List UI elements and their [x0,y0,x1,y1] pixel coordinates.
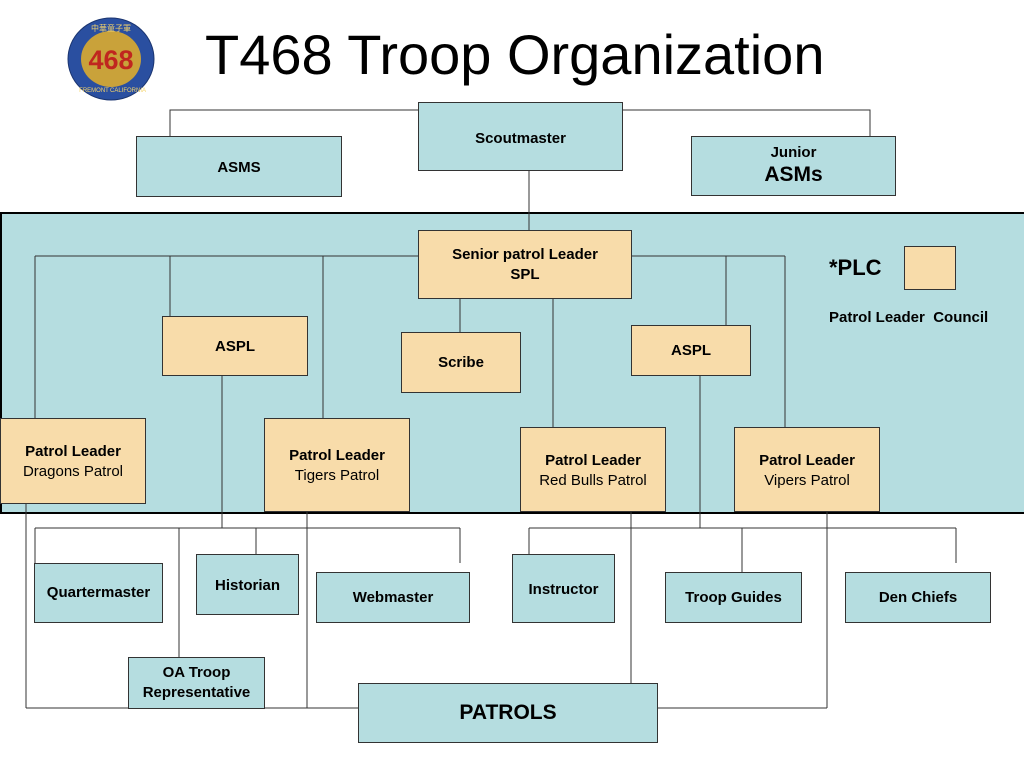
logo-ring-top: 中華童子軍 [91,23,131,33]
historian-box: Historian [196,554,299,615]
patrols-label: PATROLS [459,701,557,724]
oa-troop-box: OA Troop Representative [128,657,265,709]
pl-dragons-line2: Dragons Patrol [22,463,124,480]
webmaster-box: Webmaster [316,572,470,623]
pl-vipers-line2: Vipers Patrol [764,472,850,489]
plc-legend-label: *PLC [829,255,882,280]
patrols-box: PATROLS [358,683,658,743]
logo-inner-disc [81,31,141,87]
scoutmaster-box: Scoutmaster [418,102,623,171]
scribe-box: Scribe [401,332,521,393]
logo-number: 468 [88,45,133,75]
aspl-right-label: ASPL [670,341,711,359]
pl-tigers-line2: Tigers Patrol [294,467,380,484]
troop-logo: 468 中華童子軍 FREMONT CALIFORNIA [67,17,155,101]
plc-legend-swatch [904,246,956,290]
pl-redbulls-line2: Red Bulls Patrol [539,472,647,489]
pl-redbulls-box: Patrol Leader Red Bulls Patrol [520,427,666,512]
oa-troop-line1: OA Troop [162,664,231,681]
connector [169,109,418,145]
asms-label: ASMS [217,159,261,176]
connector [622,109,871,145]
aspl-right-box: ASPL [631,325,751,376]
pl-redbulls-line1: Patrol Leader [545,452,641,469]
asms-box: ASMS [136,136,342,197]
pl-tigers-line1: Patrol Leader [289,447,385,464]
den-chiefs-label: Den Chiefs [878,588,958,606]
pl-vipers-box: Patrol Leader Vipers Patrol [734,427,880,512]
logo-ring-left: FREMONT [79,88,109,94]
quartermaster-label: Quartermaster [46,584,151,601]
scribe-label: Scribe [438,353,484,371]
pl-dragons-box: Patrol Leader Dragons Patrol [0,418,146,504]
troop-guides-label: Troop Guides [685,588,782,606]
den-chiefs-box: Den Chiefs [845,572,991,623]
quartermaster-box: Quartermaster [34,563,163,623]
junior-asms-box: Junior ASMs [691,136,896,196]
webmaster-label: Webmaster [352,588,434,606]
aspl-left-box: ASPL [162,316,308,376]
junior-asms-line1: Junior [770,144,817,161]
pl-tigers-box: Patrol Leader Tigers Patrol [264,418,410,512]
spl-line1: Senior patrol Leader [452,246,598,263]
scoutmaster-label: Scoutmaster [475,130,566,147]
instructor-box: Instructor [512,554,615,623]
plc-legend-caption: Patrol Leader Council [829,309,989,326]
junior-asms-line2: ASMs [764,163,823,186]
oa-troop-line2: Representative [142,684,251,701]
pl-vipers-line1: Patrol Leader [759,452,855,469]
spl-box: Senior patrol Leader SPL [418,230,632,299]
historian-label: Historian [214,577,280,594]
instructor-label: Instructor [528,581,599,598]
troop-guides-box: Troop Guides [665,572,802,623]
page-title: T468 Troop Organization [205,23,825,86]
spl-line2: SPL [510,266,540,283]
logo-ring-right: CALIFORNIA [110,88,146,94]
pl-dragons-line1: Patrol Leader [25,443,121,460]
aspl-left-label: ASPL [214,338,255,355]
